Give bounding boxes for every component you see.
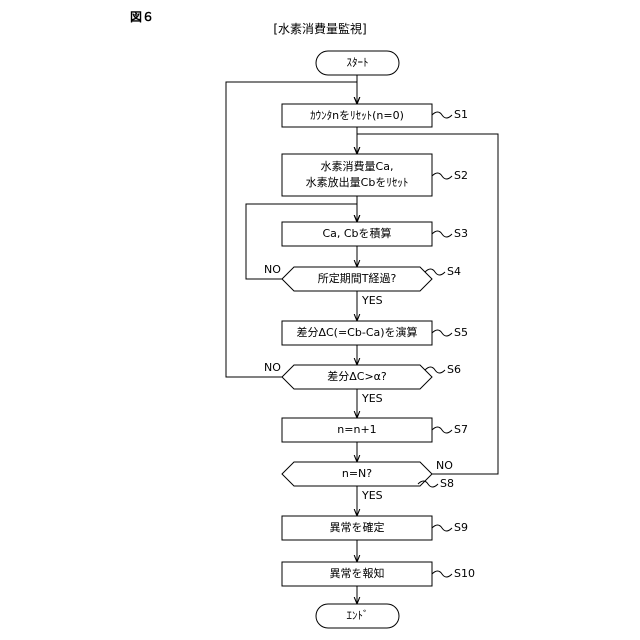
s4-no-label: NO: [264, 263, 281, 276]
s6-tag: S6: [447, 363, 461, 376]
s6-no-label: NO: [264, 361, 281, 374]
s8-tag: S8: [440, 477, 454, 490]
s4-label: 所定期間T経過?: [282, 267, 432, 291]
s9-tag: S9: [454, 521, 468, 534]
s7-tag: S7: [454, 423, 468, 436]
s1-tag: S1: [454, 108, 468, 121]
s4-tag: S4: [447, 265, 461, 278]
s8-yes-label: YES: [362, 489, 383, 502]
s2-label: 水素消費量Ca, 水素放出量Cbをﾘｾｯﾄ: [282, 154, 432, 196]
s8-no-label: NO: [436, 459, 453, 472]
s10-tag: S10: [454, 567, 475, 580]
start-label: ｽﾀｰﾄ: [316, 51, 399, 75]
s2-tag: S2: [454, 169, 468, 182]
s5-label: 差分ΔC(=Cb-Ca)を演算: [282, 321, 432, 345]
s7-label: n=n+1: [282, 418, 432, 442]
s8-label: n=N?: [282, 462, 432, 486]
end-label: ｴﾝﾄﾞ: [316, 604, 399, 628]
s6-label: 差分ΔC>α?: [282, 365, 432, 389]
s5-tag: S5: [454, 326, 468, 339]
s9-label: 異常を確定: [282, 516, 432, 540]
figure-label: 図６: [130, 8, 154, 25]
diagram-title: [水素消費量監視]: [240, 20, 400, 37]
s6-yes-label: YES: [362, 392, 383, 405]
s4-yes-label: YES: [362, 294, 383, 307]
s2-line2: 水素放出量Cbをﾘｾｯﾄ: [306, 175, 409, 191]
s10-label: 異常を報知: [282, 562, 432, 586]
s3-tag: S3: [454, 227, 468, 240]
s3-label: Ca, Cbを積算: [282, 222, 432, 246]
s1-label: ｶｳﾝﾀnをﾘｾｯﾄ(n=0): [282, 104, 432, 127]
s2-line1: 水素消費量Ca,: [321, 159, 394, 175]
